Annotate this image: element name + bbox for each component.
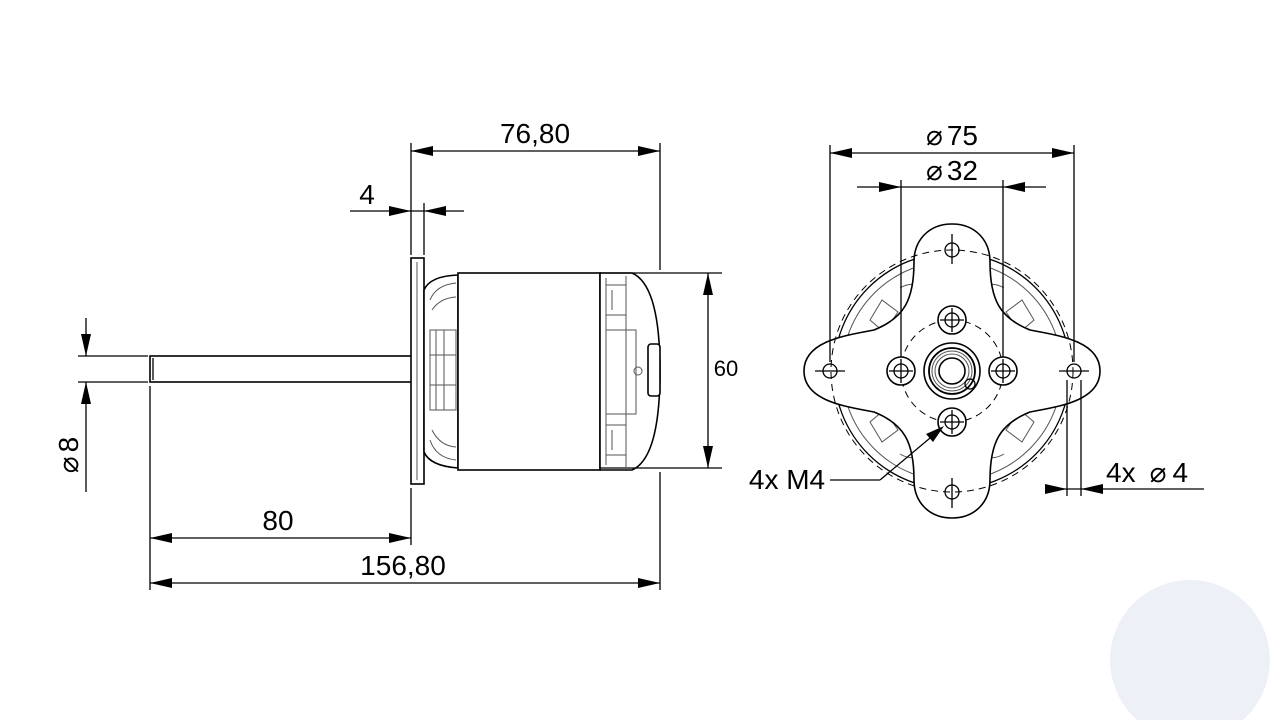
outer-holes-label: 4x⌀4 (1106, 457, 1188, 488)
overall-length-label: 156,80 (360, 550, 446, 581)
side-view (149, 257, 661, 485)
shaft-end (938, 357, 966, 385)
end-bell (423, 274, 459, 469)
side-view-dimensions: 76,80 4 60 ⌀8 80 156,80 (53, 118, 738, 590)
motor-length-label: 76,80 (500, 118, 570, 149)
inner-bolt-circle-label: ⌀32 (926, 155, 978, 186)
motor-can (457, 272, 601, 471)
background-glow (1110, 580, 1270, 720)
shaft-length-label: 80 (262, 505, 293, 536)
inner-holes-label: 4x M4 (749, 464, 825, 495)
front-view (803, 223, 1101, 519)
rear-hub (647, 343, 661, 397)
outer-bolt-circle-label: ⌀75 (926, 120, 978, 151)
flange-thickness-label: 4 (359, 179, 375, 210)
front-view-dimensions: ⌀75 ⌀32 4x M4 4x⌀4 (749, 120, 1204, 496)
shaft-diameter-label: ⌀8 (53, 437, 84, 473)
shaft (149, 355, 413, 383)
body-diameter-label: 60 (714, 356, 738, 381)
